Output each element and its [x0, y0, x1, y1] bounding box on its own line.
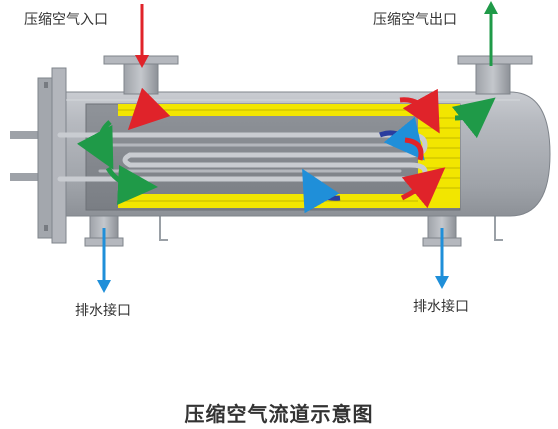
air-outlet-label: 压缩空气出口: [373, 12, 457, 28]
drain-label-left: 排水接口: [75, 303, 131, 319]
airflow-swirls: [76, 87, 496, 214]
drain-label-right: 排水接口: [413, 299, 469, 315]
air-inlet-arrow: [135, 4, 149, 68]
left-end-flange: [37, 67, 67, 244]
air-outlet-arrow: [484, 1, 498, 66]
diagram-title: 压缩空气流道示意图: [184, 402, 374, 426]
air-outlet-nozzle: [457, 55, 533, 95]
drain-arrow-left: [97, 228, 111, 293]
fin-stack-right: [418, 104, 460, 208]
support-legs: [159, 215, 503, 241]
fin-band-top: [118, 104, 460, 116]
coolant-connection-pipes: [10, 131, 50, 181]
drain-arrow-right: [435, 228, 449, 289]
air-inlet-label: 压缩空气入口: [24, 12, 108, 28]
